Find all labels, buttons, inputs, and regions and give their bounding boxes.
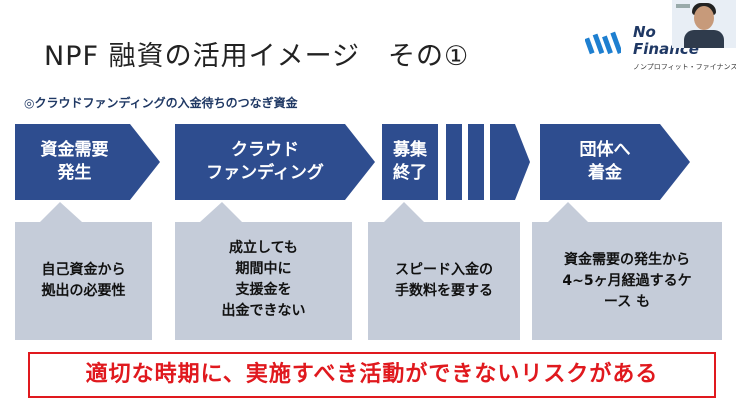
callout-4-line: ース も (603, 294, 651, 310)
callout-3-line: スピード入金の (395, 262, 493, 278)
logo-line1: No (633, 23, 656, 41)
callout-4-line: 資金需要の発生から (564, 252, 690, 268)
callout-4-line: 4~5ヶ月経過するケ (562, 273, 692, 289)
step-arrow-1 (15, 124, 160, 200)
step-arrow-2 (175, 124, 375, 200)
callout-2-line: 支援金を (235, 282, 292, 298)
callout-box-4 (532, 202, 722, 340)
step-1-line2: 発生 (57, 163, 92, 183)
step-2-line2: ファンディング (206, 163, 324, 183)
callout-box-2 (175, 202, 352, 340)
callout-text-3: スピード入金の 手数料を要する (368, 260, 520, 302)
logo-mark-icon (585, 31, 621, 55)
step-2-line1: クラウド (231, 140, 299, 160)
presenter-video-thumbnail[interactable] (672, 0, 736, 48)
wait-arrow (490, 124, 530, 200)
step-3-line2: 終了 (393, 163, 427, 183)
slide-title: NPF 融資の活用イメージ その① (44, 41, 470, 72)
presenter-body (684, 30, 724, 48)
callout-text-1: 自己資金から 拠出の必要性 (15, 260, 152, 302)
callout-box-3 (368, 202, 520, 340)
slide-subtitle: ◎クラウドファンディングの入金待ちのつなぎ資金 (24, 96, 298, 110)
step-3-line1: 募集 (393, 140, 427, 160)
step-4-line2: 着金 (588, 163, 622, 183)
risk-banner: 適切な時期に、実施すべき活動ができないリスクがある (28, 352, 716, 398)
step-arrow-4 (540, 124, 690, 200)
callout-3-line: 手数料を要する (395, 283, 493, 299)
logo-tagline: ノンプロフィット・ファイナンス (633, 63, 736, 71)
step-label-2: クラウド ファンディング (180, 139, 350, 185)
risk-text: 適切な時期に、実施すべき活動ができないリスクがある (85, 362, 659, 387)
presenter-head (694, 6, 714, 30)
step-4-line1: 団体へ (579, 140, 631, 160)
step-label-4: 団体へ 着金 (545, 139, 665, 185)
callout-1-line: 自己資金から (41, 262, 126, 278)
step-label-1: 資金需要 発生 (22, 139, 127, 185)
callout-1-line: 拠出の必要性 (41, 283, 126, 299)
step-box-3 (382, 124, 438, 200)
step-1-line1: 資金需要 (40, 140, 109, 160)
step-label-3: 募集 終了 (382, 139, 438, 185)
callout-2-line: 出金できない (221, 303, 306, 319)
callout-2-line: 期間中に (235, 261, 292, 277)
callout-text-2: 成立しても 期間中に 支援金を 出金できない (175, 238, 352, 322)
callout-2-line: 成立しても (229, 240, 298, 256)
callout-text-4: 資金需要の発生から 4~5ヶ月経過するケ ース も (532, 250, 722, 313)
wait-bar-2 (468, 124, 484, 200)
logo: No Finance ノンプロフィット・ファイナンス (585, 18, 736, 73)
wait-bar-1 (446, 124, 462, 200)
video-caption (676, 4, 690, 8)
callout-box-1 (15, 202, 152, 340)
